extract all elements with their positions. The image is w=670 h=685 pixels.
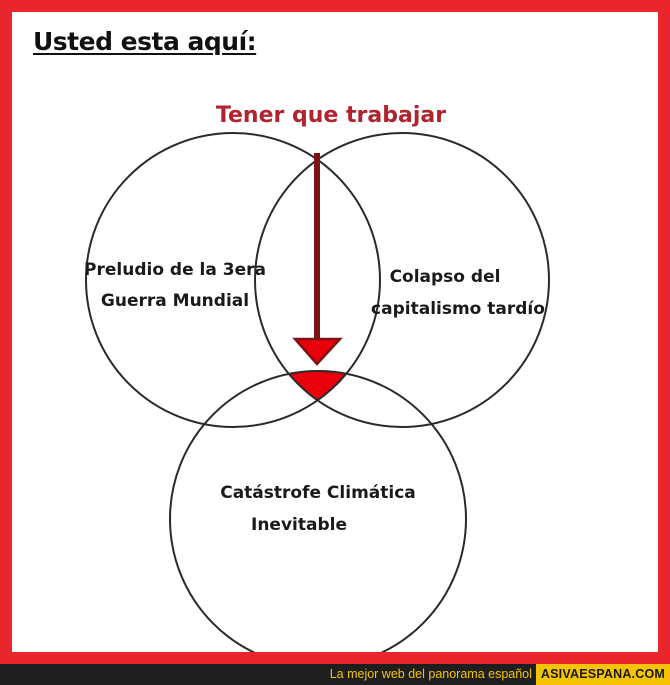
circle-capitalism: [254, 132, 550, 428]
circle-war-label-line2: Guerra Mundial: [101, 291, 249, 311]
headline: Usted esta aquí:: [33, 27, 257, 56]
circle-capitalism-label-line2: capitalismo tardío: [371, 299, 545, 319]
pointer-label: Tener que trabajar: [216, 103, 446, 128]
red-frame: Usted esta aquí: Tener que trabajar Pre: [0, 0, 670, 664]
footer-brand-link[interactable]: ASIVAESPANA.COM: [535, 664, 670, 685]
pointer-arrow-head: [292, 337, 343, 366]
circle-climate: [169, 370, 467, 652]
circle-war-label-line1: Preludio de la 3era: [84, 260, 266, 280]
circle-climate-label-line1: Catástrofe Climática: [220, 483, 416, 503]
circle-climate-label-line2: Inevitable: [251, 515, 347, 535]
circle-war: [85, 132, 381, 428]
venn-diagram: Tener que trabajar Preludio de la 3era G…: [84, 103, 550, 652]
circle-capitalism-label-line1: Colapso del: [390, 267, 501, 287]
meme-card: Usted esta aquí: Tener que trabajar Pre: [12, 12, 658, 652]
footer-tagline: La mejor web del panorama español: [329, 667, 532, 681]
